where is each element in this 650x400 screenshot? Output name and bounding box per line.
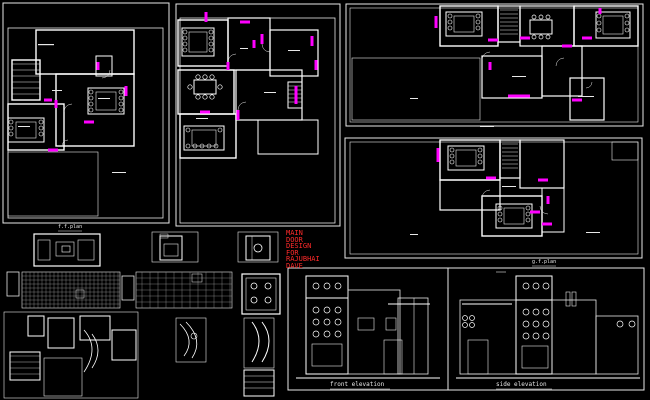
ground-floor-plan	[177, 12, 336, 224]
gf-plan-frame	[344, 137, 643, 259]
note-line: DESIGN	[286, 242, 312, 250]
title-underlines	[58, 230, 556, 390]
side-elevation-drawing	[456, 271, 640, 379]
door-markers	[44, 62, 128, 152]
note-line: RAJUBHAI	[286, 255, 320, 263]
bed-with-chairs-icon	[7, 117, 45, 143]
front-elevation-label: front elevation	[330, 381, 385, 388]
main-door-note: MAIN DOOR DESIGN FOR RAJUBHAI DAVE	[286, 229, 320, 270]
bed-with-chairs-icon	[87, 87, 125, 115]
note-line: DOOR	[286, 235, 303, 244]
bed-with-chairs-icon	[445, 11, 483, 37]
dimension-text-marks	[18, 44, 126, 173]
bed-with-chairs-icon	[183, 125, 225, 151]
top-right-floor-plan	[349, 5, 639, 127]
elevations-frame	[287, 267, 645, 391]
door-markers	[436, 148, 552, 226]
side-elevation-label: side elevation	[496, 381, 547, 388]
bed-with-chairs-icon	[495, 203, 533, 229]
top-right-plan-frame	[345, 3, 644, 127]
main-door-design-drawing	[241, 273, 281, 397]
gf-plan-drawing	[349, 139, 639, 255]
ground-plan-sheet-frame	[175, 3, 341, 227]
dimension-text-marks	[196, 48, 300, 119]
door-markers	[434, 8, 602, 102]
sheet-frames	[2, 2, 645, 391]
bed-with-chairs-icon	[181, 27, 215, 57]
dining-table-icon	[187, 74, 223, 100]
bed-with-chairs-icon	[595, 11, 631, 39]
ff-plan-label: f.f.plan	[58, 224, 83, 230]
first-floor-plan	[7, 27, 164, 219]
dimension-text-marks	[410, 76, 594, 127]
dimension-text-marks	[410, 186, 600, 235]
front-elevation-drawing	[296, 275, 440, 379]
ff-plan-sheet-frame	[2, 2, 170, 224]
ff-plan-detail	[33, 233, 101, 267]
note-line: MAIN	[286, 229, 303, 237]
note-line: DAVE	[286, 261, 303, 270]
gf-plan-label: g.f.plan	[532, 259, 557, 265]
toilet-details	[151, 231, 279, 263]
bed-with-chairs-icon	[447, 145, 485, 171]
dining-table-icon	[529, 14, 553, 40]
jali-grid-elevation	[6, 271, 233, 309]
door-markers	[200, 12, 318, 120]
note-line: FOR	[286, 248, 299, 257]
partial-plan-fragment	[3, 311, 207, 399]
